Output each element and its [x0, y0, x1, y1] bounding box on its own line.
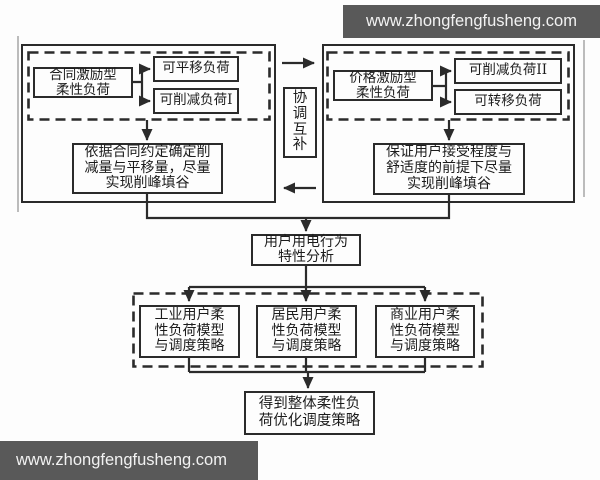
- left-edge-line: [17, 36, 19, 212]
- node-industrial-model: 工业用户柔 性负荷模型 与调度策略: [139, 305, 240, 358]
- node-transferable-load: 可转移负荷: [454, 89, 562, 115]
- node-contract-outcome: 依据合同约定确定削 减量与平移量，尽量 实现削峰填谷: [72, 143, 223, 194]
- node-result: 得到整体柔性负 荷优化调度策略: [244, 391, 375, 435]
- node-coordination-complement: 协 调 互 补: [283, 87, 317, 158]
- node-price-incentive-source: 价格激励型 柔性负荷: [333, 70, 433, 101]
- node-commercial-model: 商业用户柔 性负荷模型 与调度策略: [375, 305, 475, 358]
- watermark-top-text: www.zhongfengfusheng.com: [366, 12, 577, 30]
- watermark-bottom-text: www.zhongfengfusheng.com: [16, 451, 227, 469]
- node-price-outcome: 保证用户接受程度与 舒适度的前提下尽量 实现削峰填谷: [373, 143, 525, 195]
- node-residential-model: 居民用户柔 性负荷模型 与调度策略: [256, 305, 357, 358]
- node-contract-incentive-source: 合同激励型 柔性负荷: [33, 67, 133, 98]
- node-curtailable-load-2: 可削减负荷II: [454, 58, 562, 84]
- watermark-top: www.zhongfengfusheng.com: [343, 5, 600, 38]
- right-edge-line: [583, 40, 585, 197]
- node-shiftable-load: 可平移负荷: [153, 56, 239, 82]
- node-curtailable-load-1: 可削减负荷I: [153, 88, 239, 114]
- watermark-bottom: www.zhongfengfusheng.com: [0, 441, 258, 480]
- node-behavior-analysis: 用户用电行为 特性分析: [251, 234, 361, 266]
